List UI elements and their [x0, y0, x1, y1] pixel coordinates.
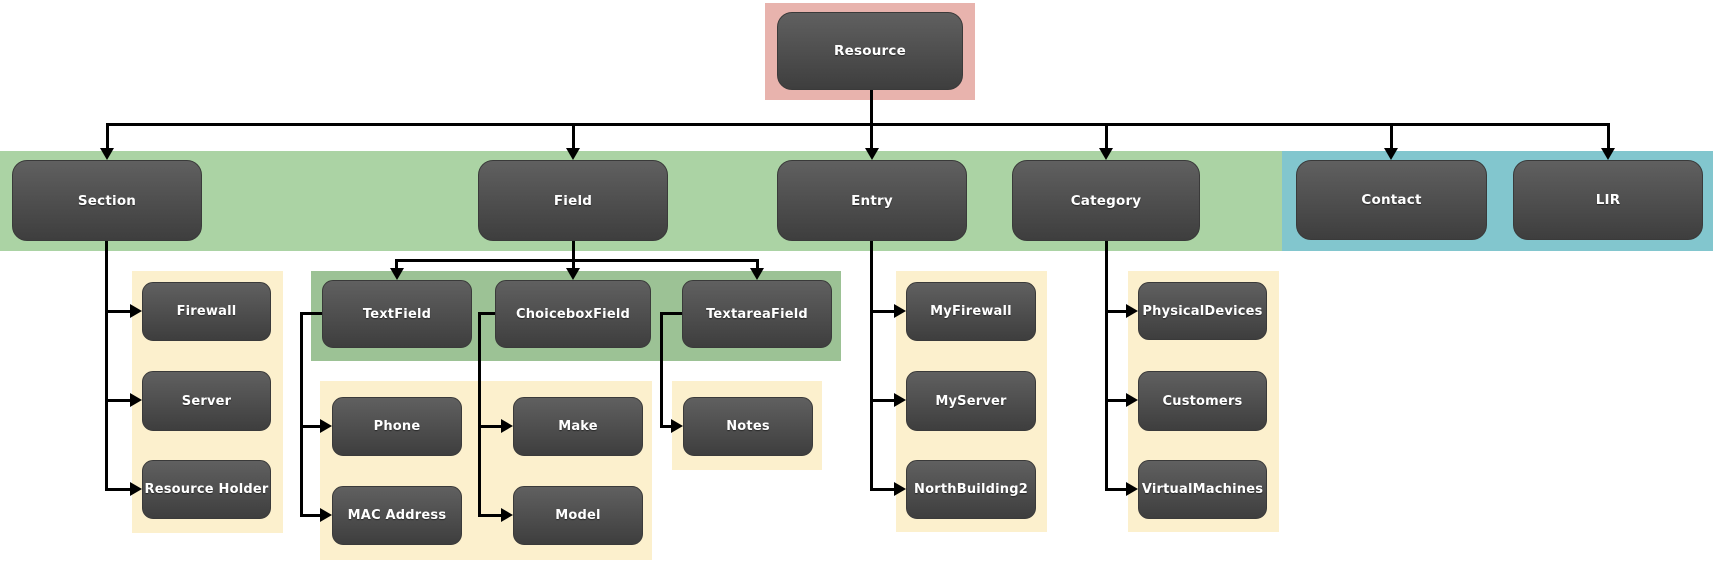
connector-line — [1390, 124, 1393, 150]
arrowhead-right-icon — [671, 419, 683, 433]
connector-line — [1105, 488, 1126, 491]
node-firewall: Firewall — [142, 282, 271, 341]
node-choiceboxfield: ChoiceboxField — [495, 280, 651, 348]
connector-line — [572, 241, 575, 262]
arrowhead-right-icon — [501, 508, 513, 522]
connector-line — [395, 259, 759, 262]
arrowhead-down-icon — [390, 268, 404, 280]
connector-line — [300, 514, 320, 517]
arrowhead-right-icon — [894, 393, 906, 407]
connector-line — [870, 399, 894, 402]
arrowhead-right-icon — [1126, 482, 1138, 496]
arrowhead-right-icon — [1126, 393, 1138, 407]
connector-line — [106, 123, 1610, 126]
node-contact: Contact — [1296, 160, 1487, 240]
arrowhead-right-icon — [130, 304, 142, 318]
connector-line — [105, 399, 130, 402]
connector-line — [1105, 310, 1126, 313]
arrowhead-right-icon — [894, 304, 906, 318]
node-resource-holder: Resource Holder — [142, 460, 271, 519]
arrowhead-right-icon — [320, 508, 332, 522]
node-physicaldevices: PhysicalDevices — [1138, 282, 1267, 340]
node-category: Category — [1012, 160, 1200, 241]
arrowhead-down-icon — [566, 268, 580, 280]
node-mac-address: MAC Address — [332, 486, 462, 545]
connector-line — [870, 124, 873, 150]
node-lir: LIR — [1513, 160, 1703, 240]
connector-line — [870, 90, 873, 125]
connector-line — [1105, 241, 1108, 491]
connector-line — [478, 425, 501, 428]
node-myserver: MyServer — [906, 371, 1036, 431]
node-northbuilding2: NorthBuilding2 — [906, 460, 1036, 519]
arrowhead-right-icon — [1126, 304, 1138, 318]
node-myfirewall: MyFirewall — [906, 282, 1036, 341]
node-notes: Notes — [683, 397, 813, 456]
connector-line — [105, 310, 130, 313]
connector-line — [105, 488, 130, 491]
node-virtualmachines: VirtualMachines — [1138, 460, 1267, 519]
connector-line — [300, 312, 323, 315]
connector-line — [478, 312, 481, 517]
node-field: Field — [478, 160, 668, 241]
connector-line — [870, 488, 894, 491]
node-textareafield: TextareaField — [682, 280, 832, 348]
arrowhead-right-icon — [130, 482, 142, 496]
connector-line — [1105, 124, 1108, 150]
connector-line — [1105, 399, 1126, 402]
node-model: Model — [513, 486, 643, 545]
arrowhead-down-icon — [1099, 148, 1113, 160]
arrowhead-down-icon — [1384, 148, 1398, 160]
connector-line — [478, 514, 501, 517]
connector-line — [106, 124, 109, 150]
node-textfield: TextField — [322, 280, 472, 348]
arrowhead-down-icon — [100, 148, 114, 160]
node-server: Server — [142, 371, 271, 431]
connector-line — [300, 312, 303, 517]
connector-line — [1607, 124, 1610, 150]
connector-line — [756, 260, 759, 270]
connector-line — [395, 260, 398, 270]
connector-line — [105, 241, 108, 491]
connector-line — [300, 425, 320, 428]
arrowhead-right-icon — [501, 419, 513, 433]
connector-line — [478, 312, 496, 315]
node-customers: Customers — [1138, 371, 1267, 431]
connector-line — [870, 310, 894, 313]
arrowhead-right-icon — [130, 393, 142, 407]
connector-line — [572, 124, 575, 150]
node-section: Section — [12, 160, 202, 241]
arrowhead-down-icon — [566, 148, 580, 160]
arrowhead-right-icon — [320, 419, 332, 433]
arrowhead-down-icon — [865, 148, 879, 160]
node-resource: Resource — [777, 12, 963, 90]
arrowhead-right-icon — [894, 482, 906, 496]
arrowhead-down-icon — [750, 268, 764, 280]
node-entry: Entry — [777, 160, 967, 241]
connector-line — [660, 312, 682, 315]
connector-line — [572, 260, 575, 270]
connector-line — [660, 312, 663, 428]
connector-line — [660, 425, 671, 428]
arrowhead-down-icon — [1601, 148, 1615, 160]
node-phone: Phone — [332, 397, 462, 456]
node-make: Make — [513, 397, 643, 456]
connector-line — [870, 241, 873, 491]
